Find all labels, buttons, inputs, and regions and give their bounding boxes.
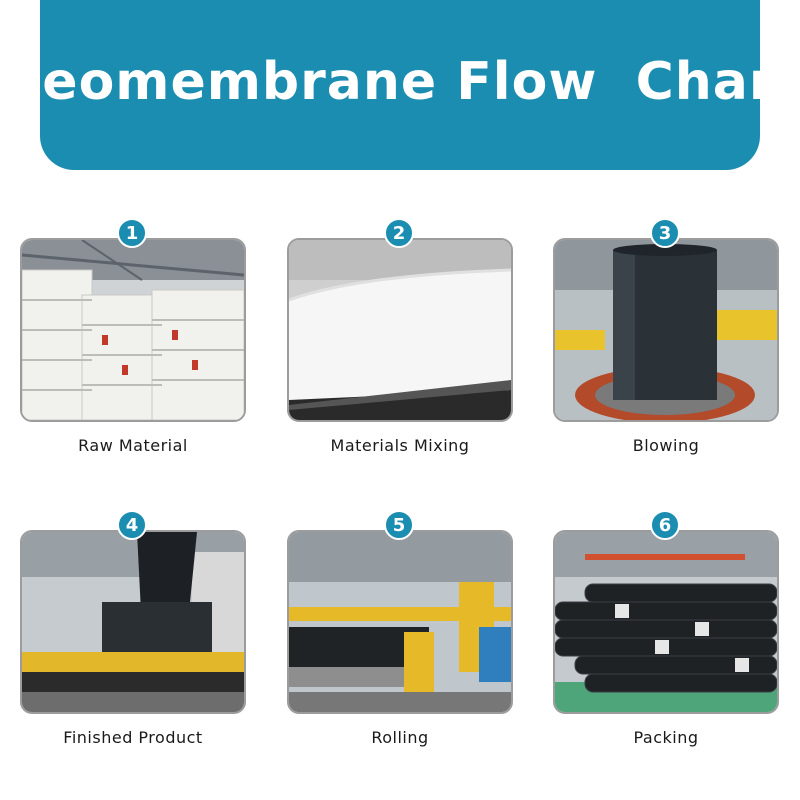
step-label: Materials Mixing [330, 436, 470, 455]
step-number-badge: 5 [384, 510, 414, 540]
packing-photo [553, 530, 779, 714]
blowing-photo [553, 238, 779, 422]
step-label: Raw Material [78, 436, 188, 455]
rolling-photo [287, 530, 513, 714]
step-label: Rolling [371, 728, 429, 747]
step-number-badge: 6 [650, 510, 680, 540]
step-number-badge: 4 [117, 510, 147, 540]
step-label: Finished Product [63, 728, 203, 747]
step-number-badge: 1 [117, 218, 147, 248]
finished-product-photo [20, 530, 246, 714]
title-banner: Geomembrane Flow Chart [0, 0, 800, 170]
materials-mixing-photo [287, 238, 513, 422]
step-number-badge: 2 [384, 218, 414, 248]
step-number-badge: 3 [650, 218, 680, 248]
step-label: Packing [633, 728, 699, 747]
page-title: Geomembrane Flow Chart [0, 52, 800, 112]
raw-material-photo [20, 238, 246, 422]
step-label: Blowing [632, 436, 700, 455]
